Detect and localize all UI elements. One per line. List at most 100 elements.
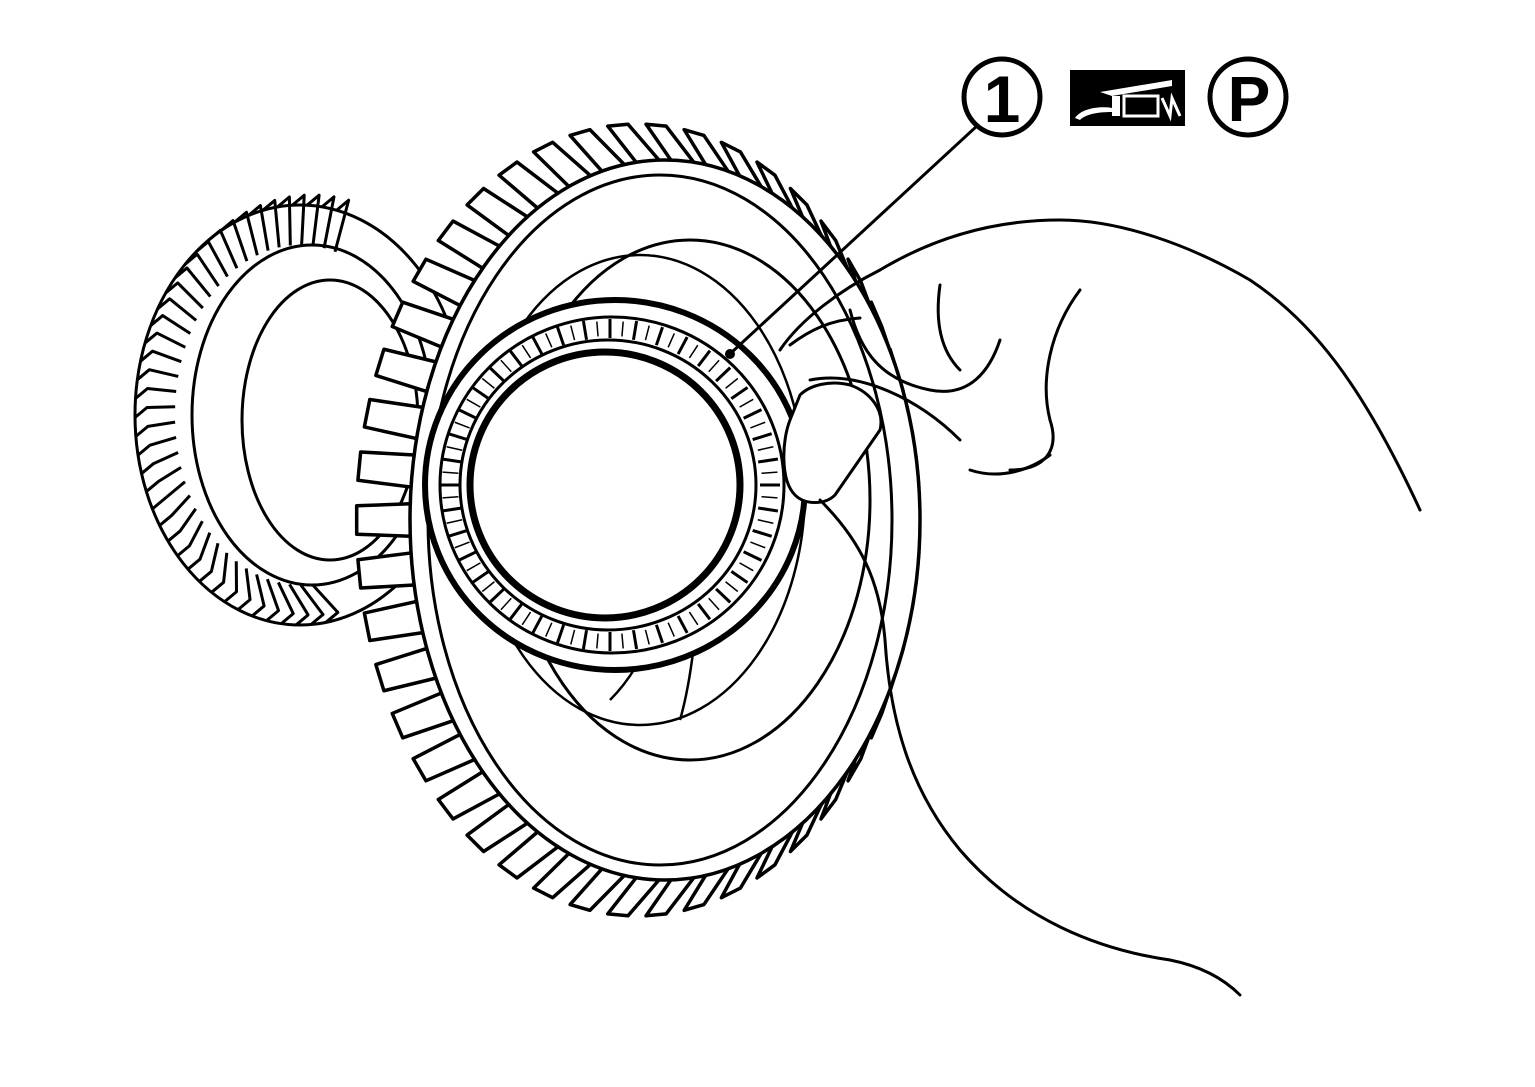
bearing-cage-bar — [725, 581, 739, 593]
helical-tooth — [195, 240, 229, 278]
bearing-cage-bar — [570, 325, 576, 341]
helical-tooth — [151, 480, 186, 511]
bearing-cage-bar — [481, 581, 495, 593]
helical-tooth — [198, 542, 220, 583]
bearing-needle — [447, 432, 468, 442]
helical-tooth — [158, 494, 192, 527]
bearing-cage-bar — [750, 421, 766, 429]
bearing-needle — [715, 587, 732, 604]
helical-tooth — [288, 583, 310, 627]
gear-tooth — [362, 397, 425, 441]
helical-tooth — [145, 466, 182, 493]
bearing-needle — [696, 349, 712, 367]
bearing-needle — [447, 528, 468, 538]
helical-tooth — [306, 193, 321, 247]
bearing-cage-bar — [621, 321, 624, 337]
bearing-cage-bar — [442, 495, 459, 499]
needle-bearing — [422, 297, 808, 673]
bearing-needle — [654, 624, 664, 644]
bearing-cage-bar — [545, 622, 553, 637]
bearing-cage-bar — [454, 421, 470, 429]
bearing-needle — [676, 615, 689, 634]
helical-tooth — [261, 198, 281, 248]
helical-tooth — [321, 195, 336, 249]
bearing-cage-bar — [500, 597, 512, 611]
helical-tooth — [137, 436, 177, 457]
small-helical-gear — [133, 193, 467, 627]
helical-tooth — [149, 314, 192, 335]
bearing-needles — [440, 319, 780, 651]
gear-tooth — [354, 502, 413, 538]
bearing-needle — [581, 320, 589, 341]
helical-tooth — [233, 210, 259, 256]
helical-tooth — [276, 195, 292, 246]
bearing-needle — [581, 629, 589, 650]
helical-tooth — [134, 420, 176, 438]
bearing-cage-bar — [521, 611, 532, 626]
bearing-cage-bar — [667, 333, 675, 348]
helical-tooth — [173, 266, 212, 298]
bearing-needle — [757, 506, 779, 513]
helical-tooth — [311, 583, 340, 624]
small-gear-teeth — [134, 193, 351, 627]
bearing-needle — [654, 326, 664, 346]
helical-tooth — [167, 507, 197, 543]
bearing-needle — [488, 366, 505, 383]
bearing-needle — [752, 528, 773, 538]
bearing-cage-bar — [708, 359, 720, 373]
helical-tooth — [333, 198, 351, 253]
gear-tooth — [356, 551, 416, 590]
helical-tooth — [184, 252, 220, 287]
bearing-cage-bar — [454, 541, 470, 549]
bearing-cage-bar — [466, 398, 481, 408]
bearing-cage-bar — [481, 377, 495, 389]
helical-tooth — [223, 561, 239, 603]
bearing-cage-bar — [757, 519, 774, 525]
grease-gun-icon — [1070, 70, 1185, 126]
bearing-cage-bar — [644, 325, 650, 341]
bearing-needle — [457, 408, 478, 420]
bearing-needle — [696, 603, 712, 621]
bearing-cage-bar — [688, 611, 699, 626]
helical-tooth — [187, 532, 212, 571]
bearing-needle — [457, 550, 478, 562]
bearing-needle — [508, 603, 524, 621]
bearing-needle — [757, 457, 779, 464]
bearing-cage-bar — [757, 445, 774, 451]
gear-tooth — [356, 450, 416, 489]
helical-tooth — [134, 387, 177, 400]
bearing-needle — [471, 386, 490, 400]
bearing-cage-bar — [667, 622, 675, 637]
bearing-cage-bar — [708, 597, 720, 611]
bearing-needle — [631, 320, 639, 341]
bearing-cage-bar — [739, 398, 754, 408]
helical-tooth — [136, 368, 179, 381]
helical-tooth — [247, 204, 270, 251]
bearing-cage-bar — [521, 344, 532, 359]
bearing-needle — [471, 570, 490, 584]
bearing-cage-bar — [761, 471, 778, 475]
bearing-cage-bar — [466, 562, 481, 572]
p-symbol-label: P — [1228, 63, 1271, 135]
bearing-needle — [631, 629, 639, 650]
helical-tooth — [210, 552, 229, 594]
helical-tooth — [207, 228, 239, 269]
hand — [778, 218, 1422, 997]
helical-tooth — [277, 581, 295, 625]
helical-tooth — [220, 219, 249, 262]
bearing-needle — [676, 336, 689, 355]
gear-tooth — [362, 599, 425, 643]
bearing-needle — [441, 457, 463, 464]
bearing-cage-bar — [500, 359, 512, 373]
helical-tooth — [176, 520, 204, 557]
bearing-needle — [556, 624, 566, 644]
bearing-cage-bar — [442, 471, 459, 475]
bearing-needle — [556, 326, 566, 346]
bearing-needle — [715, 366, 732, 383]
bearing-needle — [752, 432, 773, 442]
helical-tooth — [144, 331, 187, 349]
callout-1-label: 1 — [984, 62, 1021, 136]
bearing-cage-bar — [596, 321, 599, 337]
helical-tooth — [164, 281, 204, 310]
